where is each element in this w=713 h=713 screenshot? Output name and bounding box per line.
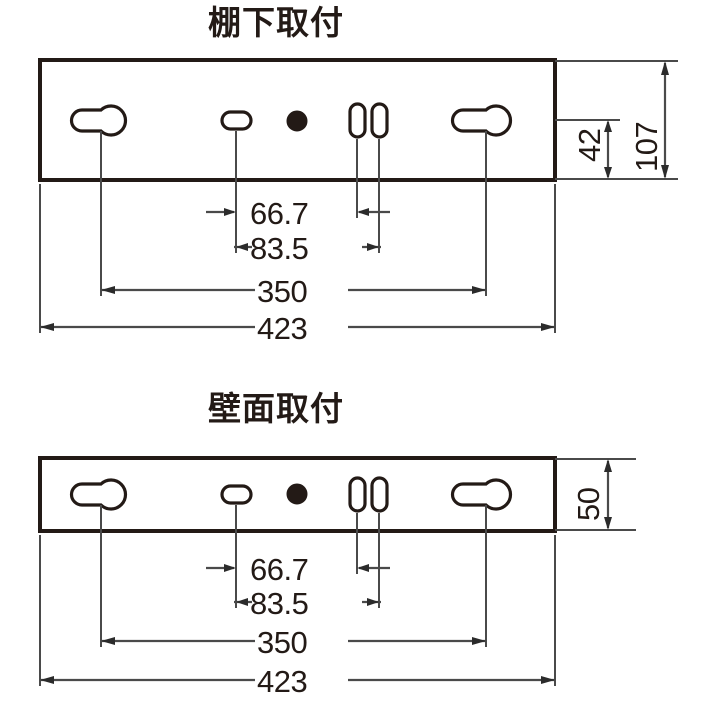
- view-title-wall-mount: 壁面取付: [208, 389, 344, 428]
- dimension-423-under-shelf: 423: [40, 311, 555, 346]
- dimension-83-5-under-shelf: 83.5: [234, 231, 381, 266]
- keyhole-slot-left-icon: [69, 104, 128, 137]
- dimension-83-5-wall-mount: 83.5: [234, 586, 381, 621]
- dimension-107-label: 107: [629, 122, 664, 172]
- view-under-shelf: 棚下取付: [38, 3, 678, 346]
- dimension-83-5-label: 83.5: [250, 231, 308, 266]
- extension-lines-wall-mount: [39, 505, 556, 686]
- dimension-350-label: 350: [257, 625, 307, 660]
- dimension-66-7-label: 66.7: [250, 196, 308, 231]
- oval-slot-horizontal-icon: [220, 110, 253, 131]
- dimension-83-5-label: 83.5: [250, 586, 308, 621]
- dimension-423-wall-mount: 423: [40, 664, 555, 699]
- dimension-42-label: 42: [572, 129, 607, 162]
- vertical-dimensions-wall-mount: 50: [555, 458, 636, 531]
- oval-slot-vertical-left-icon: [348, 102, 367, 139]
- view-wall-mount: 壁面取付 50: [38, 389, 636, 699]
- dimension-423-label: 423: [257, 664, 307, 699]
- extension-lines-under-shelf: [39, 131, 556, 333]
- oval-slot-horizontal-icon: [220, 484, 253, 505]
- vertical-dimensions-under-shelf: 42 107: [555, 60, 678, 180]
- dimension-66-7-label: 66.7: [250, 552, 308, 587]
- oval-slot-vertical-right-icon: [370, 102, 389, 139]
- dimension-350-under-shelf: 350: [101, 274, 486, 309]
- dimension-423-label: 423: [257, 311, 307, 346]
- keyhole-slot-left-icon: [69, 478, 128, 511]
- view-title-under-shelf: 棚下取付: [208, 3, 344, 42]
- keyhole-slot-right-icon: [450, 478, 513, 511]
- dimension-350-label: 350: [257, 274, 307, 309]
- dimension-50-label: 50: [571, 487, 606, 521]
- dimension-66-7-wall-mount: 66.7: [206, 552, 390, 587]
- dimension-350-wall-mount: 350: [101, 625, 486, 660]
- center-hole-filled-icon: [286, 110, 308, 132]
- center-hole-filled-icon: [286, 483, 308, 505]
- oval-slot-vertical-right-icon: [370, 476, 389, 513]
- oval-slot-vertical-left-icon: [348, 476, 367, 513]
- keyhole-slot-right-icon: [450, 104, 513, 137]
- dimension-66-7-under-shelf: 66.7: [206, 196, 390, 231]
